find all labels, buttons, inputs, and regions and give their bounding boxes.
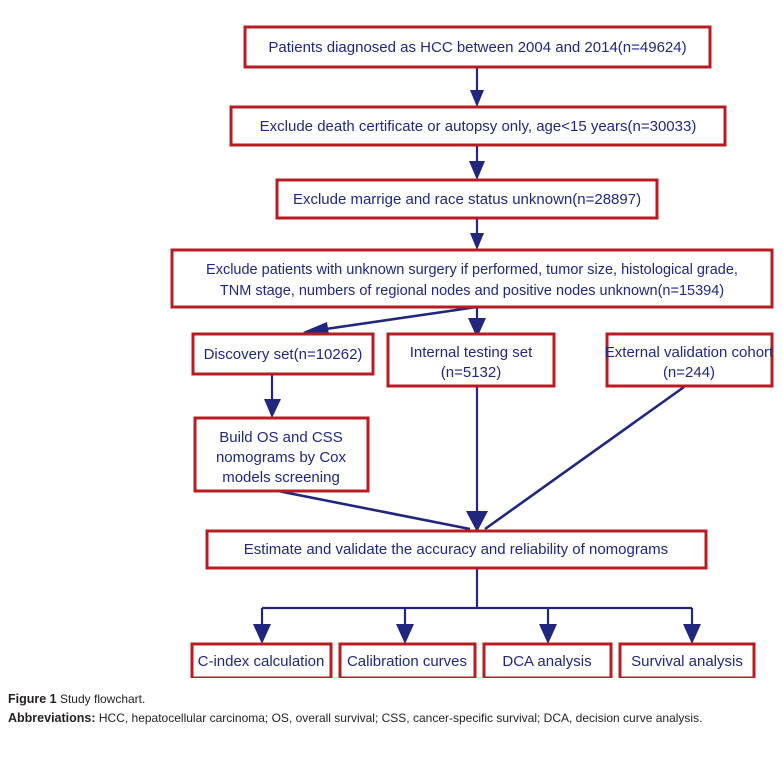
node-build-nomograms: Build OS and CSS nomograms by Cox models… [193,416,370,493]
node-n9-line-0: Estimate and validate the accuracy and r… [244,541,668,558]
node-n6-line-0: Internal testing set [410,344,533,361]
figure-caption: Figure 1 Study flowchart. Abbreviations:… [8,690,778,728]
node-estimate-validate: Estimate and validate the accuracy and r… [205,529,708,570]
node-external-validation-cohort: External validation cohort (n=244) [605,332,774,388]
edge-n9-branch-bus [253,568,701,644]
edge-n4-n6 [468,307,486,338]
node-n4-line-1: TNM stage, numbers of regional nodes and… [220,283,724,299]
node-n6-line-1: (n=5132) [441,364,501,381]
node-patients-diagnosed: Patients diagnosed as HCC between 2004 a… [243,25,712,69]
node-n8-line-1: nomograms by Cox [216,449,347,466]
caption-abbrev-line: Abbreviations: HCC, hepatocellular carci… [8,709,778,728]
caption-abbrev-label: Abbreviations: [8,710,96,725]
caption-abbrev-text: HCC, hepatocellular carcinoma; OS, overa… [98,710,703,725]
node-n10-line-0: C-index calculation [198,653,325,670]
node-n7-line-0: External validation cohort [605,344,774,361]
node-n13-line-0: Survival analysis [631,653,743,670]
node-n12-line-0: DCA analysis [502,653,591,670]
node-survival-analysis: Survival analysis [618,642,756,678]
edge-n7-n9 [484,385,685,531]
node-calibration-curves: Calibration curves [338,642,477,678]
node-n7-line-1: (n=244) [663,364,715,381]
node-discovery-set: Discovery set(n=10262) [191,332,375,376]
node-n8-line-2: models screening [222,469,340,486]
node-n1-line-0: Patients diagnosed as HCC between 2004 a… [268,39,686,56]
node-n4-line-0: Exclude patients with unknown surgery if… [206,262,738,278]
caption-title-line: Figure 1 Study flowchart. [8,690,778,709]
node-n11-line-0: Calibration curves [347,653,467,670]
node-exclude-marriage-race: Exclude marrige and race status unknown(… [275,178,659,220]
node-n3-line-0: Exclude marrige and race status unknown(… [293,191,641,208]
node-exclude-unknown-clinical: Exclude patients with unknown surgery if… [170,248,774,309]
node-n8-line-0: Build OS and CSS [219,429,342,446]
edge-n5-n8 [264,374,281,418]
node-n5-line-0: Discovery set(n=10262) [204,346,363,363]
study-flowchart: Patients diagnosed as HCC between 2004 a… [170,25,774,678]
caption-figure-label: Figure 1 [8,692,57,706]
node-internal-testing-set: Internal testing set (n=5132) [386,332,556,388]
node-dca-analysis: DCA analysis [482,642,613,678]
caption-figure-title: Study flowchart. [59,692,146,706]
edge-n1-n2 [470,67,484,107]
edge-n6-n9 [466,386,488,532]
edge-n8-n9 [277,489,471,531]
node-c-index-calculation: C-index calculation [190,642,333,678]
node-n2-line-0: Exclude death certificate or autopsy onl… [260,118,697,135]
node-exclude-death-certificate: Exclude death certificate or autopsy onl… [229,105,727,147]
